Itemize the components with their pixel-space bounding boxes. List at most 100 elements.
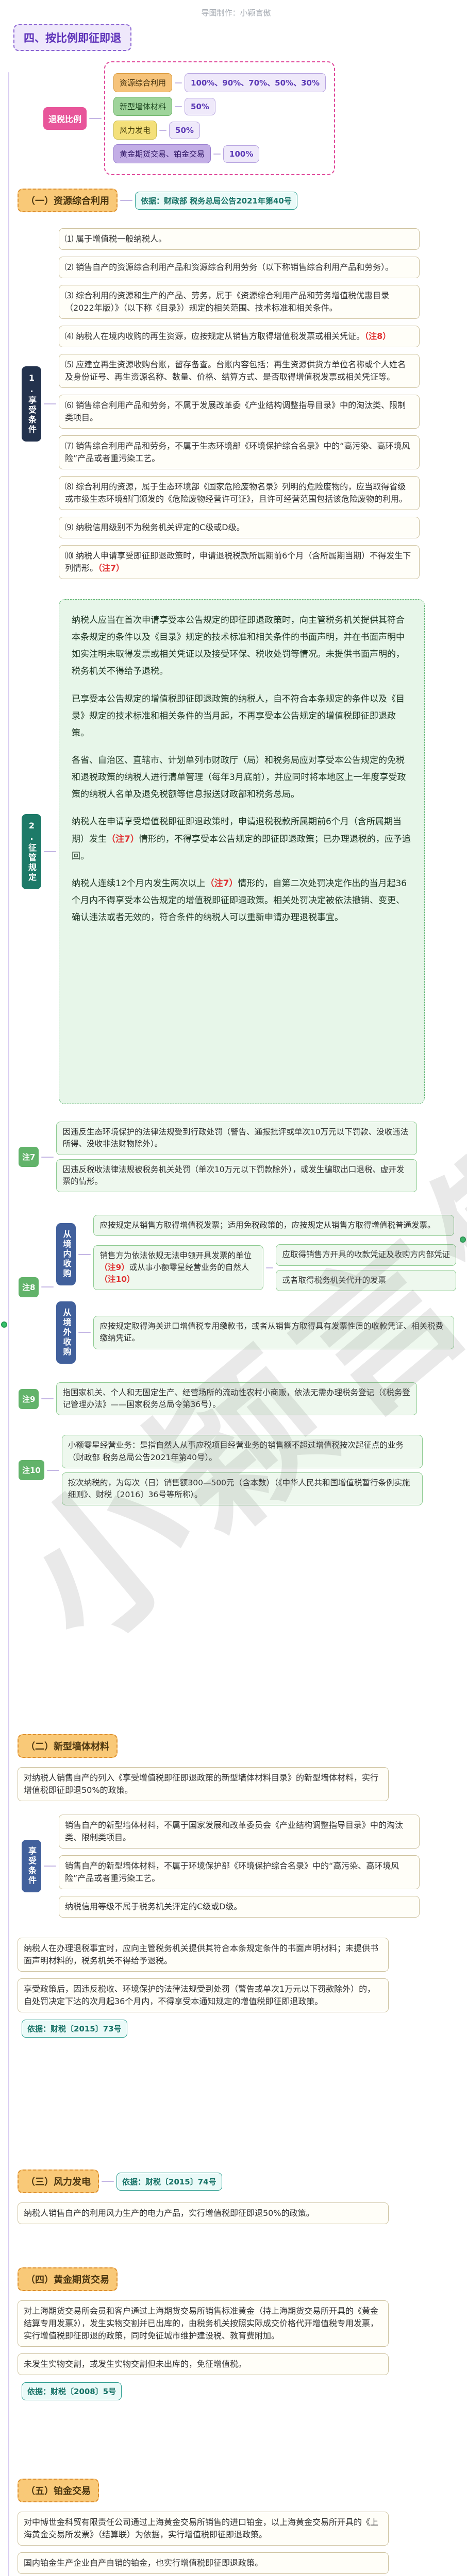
connector-line [102, 2181, 114, 2182]
admin-paragraph: 纳税人应当在首次申请享受本公告规定的即征即退政策时，向主管税务机关提供其符合本条… [72, 615, 405, 677]
domestic-purchase-label: 从境内收购 [56, 1223, 76, 1286]
special-seller-branch: 销售方为依法依规无法申领开具发票的单位（注9）或从事小额零星经营业务的自然人（注… [93, 1240, 456, 1295]
admin-paragraph: 纳税人连续12个月内发生两次以上（注7）情形的，自第二次处罚决定作出的当月起36… [72, 878, 407, 923]
section-1-header: （一）资源综合利用 [18, 189, 118, 212]
note-row: 按次纳税的，为每次（日）销售额300—500元（含本数）（《中华人民共和国增值税… [61, 1472, 423, 1506]
section-2-intro: 对纳税人销售自产的列入《享受增值税即征即退政策的新型墙体材料目录》的新型墙体材料… [18, 1767, 389, 1801]
connector-line [89, 117, 102, 119]
branch-spine [8, 72, 9, 2576]
condition-item: ⑶ 综合利用的资源和生产的产品、劳务，属于《资源综合利用产品和劳务增值税优惠目录… [59, 285, 420, 319]
enjoy-conditions-branch: 1.享受条件 ⑴ 属于增值税一般纳税人。 ⑵ 销售自产的资源综合利用产品和资源综… [22, 222, 462, 586]
connector-line [44, 851, 56, 852]
note-row: 因违反税收法律法规被税务机关处罚（单次10万元以下罚款除外），或发生骗取出口退税… [56, 1159, 418, 1192]
note-7-label: 注7 [19, 1147, 39, 1167]
condition-item: ⑴ 属于增值税一般纳税人。 [59, 228, 420, 250]
section-5-header: （五）铂金交易 [18, 2479, 99, 2502]
connector-line [41, 1398, 54, 1399]
admin-paragraph: 已享受本公告规定的增值税即征即退政策的纳税人，自不符合本条规定的条件以及《目录》… [72, 693, 405, 738]
note-row: 或者取得税务机关代开的发票 [276, 1269, 456, 1291]
section-1-basis: 依据：财政部 税务总局公告2021年第40号 [135, 191, 297, 210]
section-4-header: （四）黄金期货交易 [18, 2267, 118, 2291]
condition-item: ⑸ 应建立再生资源收购台账，留存备查。台账内容包括：再生资源供货方单位名称或个人… [59, 354, 420, 388]
section-2-basis: 依据：财税〔2015〕73号 [22, 2020, 127, 2038]
ratio-value: 100% [223, 145, 260, 163]
note-7-group: 注7 因违反生态环境保护的法律法规受到行政处罚（警告、通报批评或单次10万元以下… [19, 1117, 462, 1196]
section-4-basis: 依据：财税〔2008〕5号 [22, 2382, 122, 2400]
connector-line [41, 1156, 54, 1158]
connector-line [159, 129, 167, 131]
refund-ratio-group: 退税比例 资源综合利用 100%、90%、70%、50%、30% 新型墙体材料 … [43, 61, 462, 175]
connector-line [78, 1253, 91, 1255]
connector-line [46, 1469, 59, 1471]
note-10-label: 注10 [19, 1460, 44, 1481]
section-platinum-trading: （五）铂金交易 对中博世金科贸有限责任公司通过上海黄金交易所销售的进口铂金，以上… [18, 2479, 462, 2576]
condition-item: 纳税信用等级不属于税务机关评定的C级或D级。 [59, 1896, 420, 1918]
ratio-name: 资源综合利用 [113, 73, 173, 92]
condition-item: ⑹ 销售综合利用产品和劳务，不属于发展改革委《产业结构调整指导目录》中的淘汰类、… [59, 395, 420, 429]
section-2-penalty: 享受政策后，因违反税收、环境保护的法律法规受到处罚（警告或单次1万元以下罚款除外… [18, 1978, 389, 2012]
note-ref: （注7） [98, 563, 125, 573]
connector-line [44, 1866, 56, 1867]
condition-item: ⑻ 综合利用的资源，属于生态环境部《国家危险废物名录》列明的危险废物的，应当取得… [59, 476, 420, 510]
connector-line [41, 1286, 54, 1288]
note-ref: （注9） [99, 1262, 129, 1272]
ratio-row-resource: 资源综合利用 100%、90%、70%、50%、30% [113, 73, 326, 92]
connector-line [213, 153, 221, 155]
admin-paragraph: 各省、自治区、直辖市、计划单列市财政厅（局）和税务局应对享受本公告规定的免税和退… [72, 755, 406, 800]
condition-item: ⑺ 销售综合利用产品和劳务，不属于生态环境部《环境保护综合名录》中的“高污染、高… [59, 435, 420, 469]
condition-item: 销售自产的新型墙体材料，不属于环境保护部《环境保护综合名录》中的“高污染、高环境… [59, 1855, 420, 1889]
connector-line [44, 403, 56, 404]
note-8-group: 注8 从境内收购 应按规定从销售方取得增值税发票；适用免税政策的，应按规定从销售… [19, 1208, 462, 1367]
condition-item: ⑷ 纳税人在境内收购的再生资源，应按规定从销售方取得增值税发票或相关凭证。（注8… [59, 326, 420, 347]
ratio-value: 100%、90%、70%、50%、30% [185, 73, 326, 92]
node-dot [460, 1236, 466, 1243]
connector-line [120, 200, 132, 201]
section-2-header: （二）新型墙体材料 [18, 1734, 118, 1758]
section-4-paragraph: 对上海期货交易所会员和客户通过上海期货交易所销售标准黄金（持上海期货交易所开具的… [18, 2300, 389, 2347]
condition-item: ⑼ 纳税信用级别不为税务机关评定的C级或D级。 [59, 517, 420, 538]
section-4-paragraph: 未发生实物交割，或发生实物交割但未出库的，免征增值税。 [18, 2353, 389, 2375]
section-2-declaration: 纳税人在办理退税事宜时，应向主管税务机关提供其符合本条规定条件的书面声明材料；未… [18, 1938, 389, 1972]
ratio-row-wall-material: 新型墙体材料 50% [113, 97, 326, 116]
enjoy-conditions-list: ⑴ 属于增值税一般纳税人。 ⑵ 销售自产的资源综合利用产品和资源综合利用劳务（以… [59, 222, 420, 586]
connector-line [266, 1267, 274, 1268]
section-3-basis: 依据：财税〔2015〕74号 [116, 2172, 222, 2191]
admin-rules-branch: 2.征管规定 纳税人应当在首次申请享受本公告规定的即征即退政策时，向主管税务机关… [22, 599, 462, 1104]
note-row: 应按规定从销售方取得增值税发票；适用免税政策的，应按规定从销售方取得增值税普通发… [93, 1215, 455, 1236]
ratio-value: 50% [185, 97, 215, 115]
refund-ratio-box: 资源综合利用 100%、90%、70%、50%、30% 新型墙体材料 50% 风… [104, 61, 335, 175]
admin-rules-box: 纳税人应当在首次申请享受本公告规定的即征即退政策时，向主管税务机关提供其符合本条… [59, 599, 425, 1104]
note-row: 应按规定取得海关进口增值税专用缴款书，或者从销售方取得具有发票性质的收款凭证、相… [93, 1316, 455, 1349]
credit-top: 导图制作：小颖言傲 [201, 8, 271, 18]
admin-rules-label: 2.征管规定 [22, 814, 41, 889]
section-wind-power: （三）风力发电 依据：财税〔2015〕74号 纳税人销售自产的利用风力生产的电力… [18, 2170, 462, 2267]
note-9-label: 注9 [19, 1388, 39, 1409]
section-5-paragraph: 国内铂金生产企业自产自销的铂金，也实行增值税即征即退政策。 [18, 2552, 389, 2574]
ratio-name: 风力发电 [113, 121, 157, 140]
connector-line [78, 1332, 91, 1333]
note-row: 因违反生态环境保护的法律法规受到行政处罚（警告、通报批评或单次10万元以下罚款、… [56, 1122, 418, 1155]
ratio-value: 50% [169, 121, 200, 139]
note-9-group: 注9 指国家机关、个人和无固定生产、经营场所的流动性农村小商贩，依法无需办理税务… [19, 1378, 462, 1420]
special-seller-row: 销售方为依法依规无法申领开具发票的单位（注9）或从事小额零星经营业务的自然人（注… [93, 1245, 264, 1291]
enjoy-conditions-label: 1.享受条件 [22, 366, 41, 442]
connector-line [175, 106, 182, 107]
note-row: 指国家机关、个人和无固定生产、经营场所的流动性农村小商贩，依法无需办理税务登记（… [56, 1382, 418, 1416]
ratio-row-wind-power: 风力发电 50% [113, 121, 326, 140]
note-8-content: 从境内收购 应按规定从销售方取得增值税发票；适用免税政策的，应按规定从销售方取得… [56, 1208, 462, 1367]
note-ref: （注7） [107, 834, 139, 844]
section-5-paragraph: 对中博世金科贸有限责任公司通过上海黄金交易所销售的进口铂金，以上海黄金交易所开具… [18, 2512, 389, 2546]
ratio-name: 黄金期货交易、铂金交易 [113, 144, 211, 163]
overseas-purchase-label: 从境外收购 [56, 1301, 76, 1364]
note-row: 应取得销售方开具的收款凭证及收购方内部凭证 [276, 1244, 456, 1266]
section-2-conditions-branch: 享受条件 销售自产的新型墙体材料，不属于国家发展和改革委员会《产业结构调整指导目… [22, 1808, 462, 1924]
note-ref: （注7） [205, 878, 238, 889]
section-resource-utilization: （一）资源综合利用 依据：财政部 税务总局公告2021年第40号 1.享受条件 … [18, 189, 462, 1734]
admin-paragraph: 纳税人在申请享受增值税即征即退政策时，申请退税税款所属期前6个月（含所属期当期）… [72, 817, 411, 861]
note-10-group: 注10 小额零星经营业务：是指自然人从事应税项目经营业务的销售额不超过增值税按次… [19, 1431, 462, 1510]
section-3-text: 纳税人销售自产的利用风力生产的电力产品，实行增值税即征即退50%的政策。 [18, 2202, 389, 2224]
condition-item: ⑽ 纳税人申请享受即征即退政策时，申请退税税款所属期前6个月（含所属期当期）不得… [59, 545, 420, 579]
refund-ratio-label: 退税比例 [43, 107, 87, 130]
overseas-purchase-branch: 从境外收购 应按规定取得海关进口增值税专用缴款书，或者从销售方取得具有发票性质的… [56, 1301, 462, 1364]
